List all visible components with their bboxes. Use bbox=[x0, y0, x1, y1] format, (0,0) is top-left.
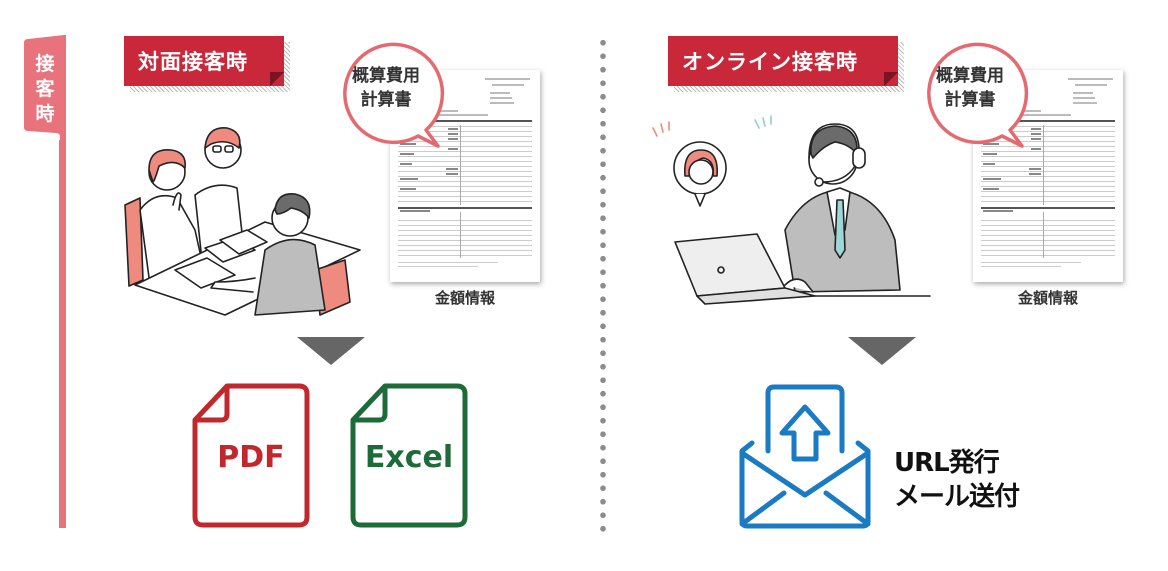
side-tab-char: 接 bbox=[35, 53, 55, 75]
estimate-callout-bubble: 概算費用 計算書 bbox=[334, 42, 445, 148]
dotted-divider bbox=[600, 36, 606, 532]
online-operator-illustration bbox=[652, 115, 931, 305]
amount-info-label: 金額情報 bbox=[434, 289, 495, 307]
pdf-file-icon: PDF bbox=[191, 382, 311, 529]
bubble-text: 概算費用 計算書 bbox=[918, 64, 1022, 112]
bubble-text: 概算費用 計算書 bbox=[334, 64, 438, 112]
pdf-label: PDF bbox=[217, 440, 285, 475]
down-arrow-icon bbox=[297, 337, 365, 365]
side-tab-char: 時 bbox=[35, 103, 55, 125]
banner-face-to-face: 対面接客時 bbox=[124, 36, 290, 92]
bubble-line-1: 概算費用 bbox=[936, 66, 1004, 86]
banner-title: オンライン接客時 bbox=[682, 50, 858, 74]
meeting-illustration bbox=[124, 127, 361, 316]
estimate-callout-bubble: 概算費用 計算書 bbox=[918, 42, 1029, 148]
url-issue-text: URL発行 bbox=[892, 448, 1005, 478]
url-mail-caption: URL発行 メール送付 bbox=[892, 446, 1026, 514]
side-tab-char: 客 bbox=[35, 78, 55, 100]
banner-online: オンライン接客時 bbox=[668, 36, 904, 92]
mail-send-text: メール送付 bbox=[892, 482, 1026, 512]
mail-upload-icon bbox=[739, 384, 871, 529]
excel-file-icon: Excel bbox=[349, 382, 469, 529]
amount-info-label: 金額情報 bbox=[1017, 289, 1078, 307]
bubble-line-1: 概算費用 bbox=[352, 66, 420, 86]
excel-label: Excel bbox=[364, 440, 454, 475]
down-arrow-icon bbox=[848, 337, 916, 365]
side-tab-label: 接 客 時 bbox=[27, 52, 63, 127]
side-vertical-line bbox=[59, 140, 66, 528]
side-tab-shape bbox=[24, 35, 66, 147]
banner-title: 対面接客時 bbox=[138, 50, 248, 74]
bubble-line-2: 計算書 bbox=[944, 90, 996, 110]
bubble-line-2: 計算書 bbox=[360, 90, 412, 110]
